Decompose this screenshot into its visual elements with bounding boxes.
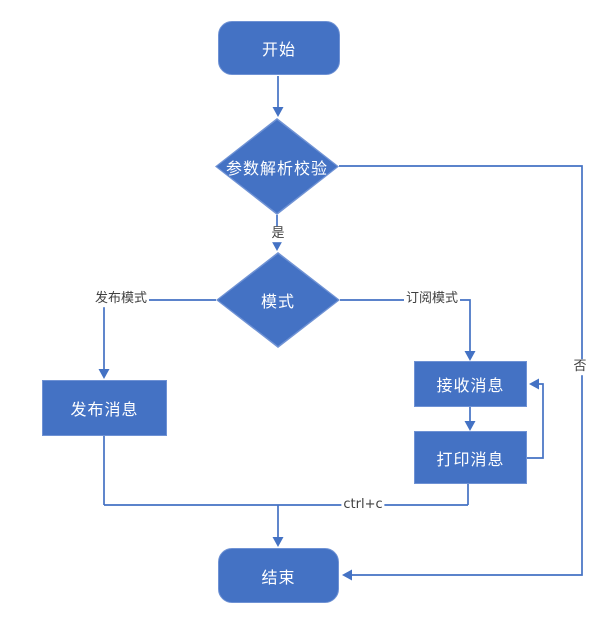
edge-start-to-validate — [272, 76, 284, 117]
edge-mode-to-publish — [98, 299, 216, 379]
edge-print-to-receive-loop — [527, 378, 544, 459]
edge-receive-to-print — [464, 407, 476, 431]
mode-decision-node: 模式 — [216, 252, 340, 348]
mode-decision-label: 模式 — [260, 292, 295, 311]
edge-merge-to-end — [103, 436, 469, 547]
end-node: 结束 — [218, 548, 339, 603]
validate-decision-label: 参数解析校验 — [225, 158, 328, 178]
edge-label-yes: 是 — [269, 226, 287, 242]
publish-message-node: 发布消息 — [42, 380, 167, 436]
validate-decision-node: 参数解析校验 — [215, 118, 339, 215]
print-message-node: 打印消息 — [414, 431, 527, 484]
edge-label-publish-mode: 发布模式 — [92, 291, 150, 307]
edge-label-subscribe-mode: 订阅模式 — [403, 291, 461, 307]
edge-mode-to-receive — [340, 299, 476, 361]
edge-label-ctrl-c: ctrl+c — [341, 497, 385, 513]
edge-label-no: 否 — [571, 359, 589, 375]
start-node: 开始 — [218, 21, 340, 75]
receive-message-node: 接收消息 — [414, 361, 527, 407]
